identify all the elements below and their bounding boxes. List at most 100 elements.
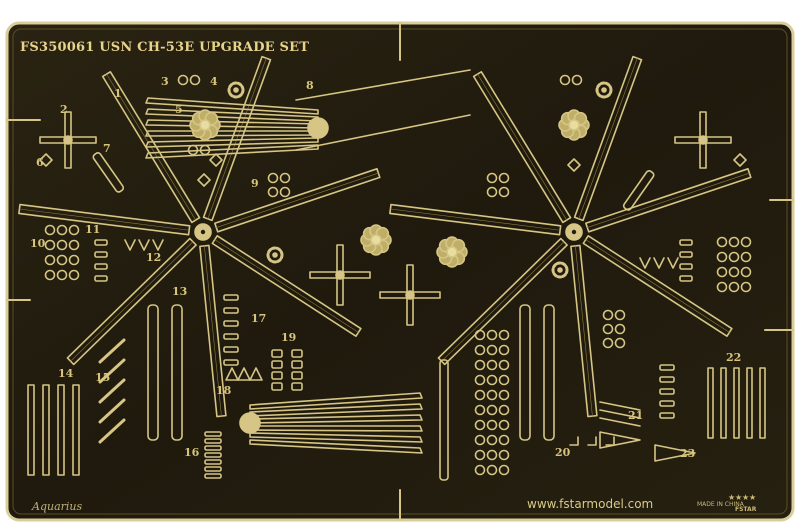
main-rotor-right-blade: [585, 168, 752, 233]
main-rotor-right-blade: [570, 244, 598, 418]
tail-rotor-center-a-hub: [335, 270, 345, 280]
bracket-17-right: [659, 412, 675, 419]
main-rotor-left-blade-spar: [70, 241, 194, 362]
website-url: www.fstarmodel.com: [527, 497, 654, 511]
rings-10-right: [740, 266, 752, 278]
bracket-16: [204, 452, 222, 458]
main-rotor-left-blade: [211, 235, 362, 337]
strip-7-left: [92, 152, 125, 193]
bracket-18: [225, 367, 239, 381]
rings-10-left: [56, 269, 68, 281]
rings-10-center: [498, 374, 510, 386]
bracket-16: [204, 459, 222, 465]
bracket-20: [587, 436, 597, 446]
gear-d: [551, 261, 569, 279]
main-rotor-right-blade-spar: [477, 73, 567, 221]
bracket-11-right: [679, 239, 693, 246]
part-number-7: 7: [103, 142, 111, 155]
part-number-3: 3: [161, 75, 169, 88]
rings-9-right: [614, 309, 626, 321]
strip-22: [746, 367, 753, 439]
rings-10-center: [474, 419, 486, 431]
bracket-16: [204, 473, 222, 479]
strip-14: [72, 384, 80, 476]
rings-10-center: [498, 464, 510, 476]
rings-10-center: [474, 374, 486, 386]
bracket-17-left: [223, 359, 239, 366]
strip-14: [27, 384, 35, 476]
strip-13-left: [147, 304, 159, 441]
rings-10-left: [56, 254, 68, 266]
rings-10-right: [740, 236, 752, 248]
part-number-14: 14: [58, 367, 74, 380]
rings-10-center: [474, 359, 486, 371]
main-rotor-right-blade-spar: [586, 172, 750, 228]
part-number-8: 8: [306, 79, 314, 92]
star-part-6: [39, 153, 53, 167]
main-rotor-right-blade: [389, 203, 562, 236]
part-number-1: 1: [114, 87, 122, 100]
fret-title: FS350061 USN CH-53E UPGRADE SET: [20, 40, 310, 55]
strip-15: [98, 358, 126, 384]
rings-10-left: [44, 224, 56, 236]
rings-3c: [571, 74, 583, 86]
strip-15: [98, 398, 126, 424]
part-number-2: 2: [60, 103, 68, 116]
bracket-21: [599, 417, 641, 427]
rings-10-center: [486, 344, 498, 356]
bracket-19a: [271, 360, 283, 369]
part-number-5: 5: [175, 103, 183, 116]
rings-10-center: [474, 344, 486, 356]
rings-9b: [279, 186, 291, 198]
rings-10-center: [498, 404, 510, 416]
main-rotor-left-blade-spar: [19, 208, 190, 231]
strip-7-center: [439, 359, 449, 481]
part-number-15: 15: [95, 371, 111, 384]
rings-10-right: [716, 266, 728, 278]
bracket-11-right: [679, 263, 693, 270]
bracket-11-left: [94, 239, 108, 246]
main-rotor-right-blade-spar: [578, 57, 638, 220]
aquarius-mark: Aquarius: [32, 500, 83, 513]
folded-rotor-bottom-blade: [249, 432, 423, 443]
tail-rotor-left-hub: [63, 135, 73, 145]
bracket-19a: [271, 382, 283, 391]
rings-10-right: [716, 236, 728, 248]
rings-10-center: [498, 449, 510, 461]
rings-9c: [486, 172, 498, 184]
folded-rotor-bottom-blade: [249, 392, 423, 410]
part-number-17: 17: [251, 312, 267, 325]
part-number-9: 9: [251, 177, 259, 190]
part-number-4: 4: [210, 75, 218, 88]
main-rotor-right-blade-spar: [585, 239, 730, 333]
bracket-12-right: [667, 257, 679, 269]
part-number-21: 21: [628, 409, 644, 422]
gear-d-hole: [557, 267, 563, 273]
main-rotor-left-blade: [101, 70, 201, 224]
folded-rotor-bottom-blade: [249, 439, 423, 454]
fret-frame: [5, 21, 795, 522]
strip-15: [98, 378, 126, 404]
rings-10-left: [44, 239, 56, 251]
bracket-17-left: [223, 320, 239, 327]
rings-10-right: [740, 281, 752, 293]
main-rotor-right-blade-spar: [575, 245, 593, 417]
main-rotor-right-blade: [573, 55, 643, 222]
bracket-17-right: [659, 376, 675, 383]
rings-10-left: [56, 224, 68, 236]
bracket-19a: [271, 349, 283, 358]
bracket-17-left: [223, 346, 239, 353]
folded-rotor-top-blade: [145, 97, 319, 115]
rings-10-center: [486, 389, 498, 401]
main-rotor-right-blade: [437, 237, 568, 366]
rings-10-left: [56, 239, 68, 251]
rings-10-center: [486, 419, 498, 431]
bracket-17-left: [223, 333, 239, 340]
tail-rotor-center-b-hub: [405, 290, 415, 300]
rings-9-right: [614, 337, 626, 349]
strip-22: [759, 367, 766, 439]
bracket-16: [204, 431, 222, 437]
main-rotor-left-blade: [214, 168, 381, 233]
rings-10-center: [474, 464, 486, 476]
